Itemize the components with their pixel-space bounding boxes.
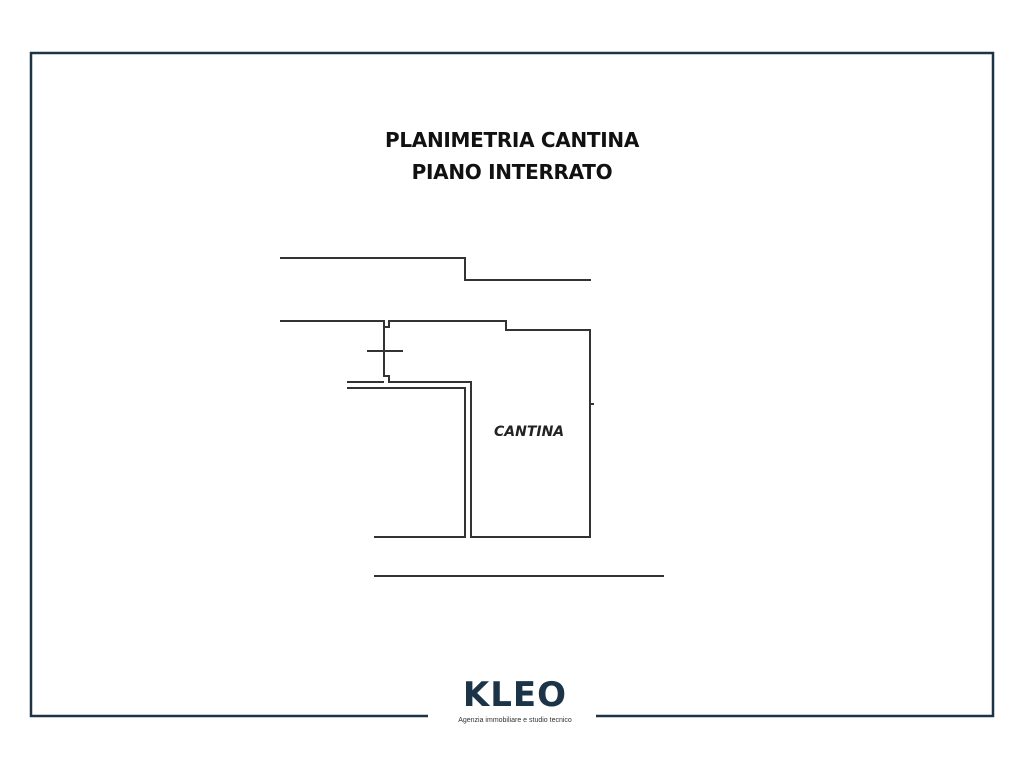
page-frame <box>29 51 995 718</box>
plan-subtitle: PIANO INTERRATO <box>411 160 613 184</box>
title-block: PLANIMETRIA CANTINA PIANO INTERRATO <box>0 124 1024 188</box>
walls <box>280 257 664 577</box>
wall-top <box>280 257 591 281</box>
logo-tagline: Agenzia immobiliare e studio tecnico <box>458 717 572 724</box>
room-label: CANTINA <box>494 424 565 440</box>
logo-wordmark: KLEO <box>462 675 568 715</box>
plan-title: PLANIMETRIA CANTINA <box>384 128 640 152</box>
wall-inner <box>347 387 466 538</box>
wall-cantina <box>280 320 591 538</box>
kleo-logo: KLEO Agenzia immobiliare e studio tecnic… <box>430 674 600 726</box>
